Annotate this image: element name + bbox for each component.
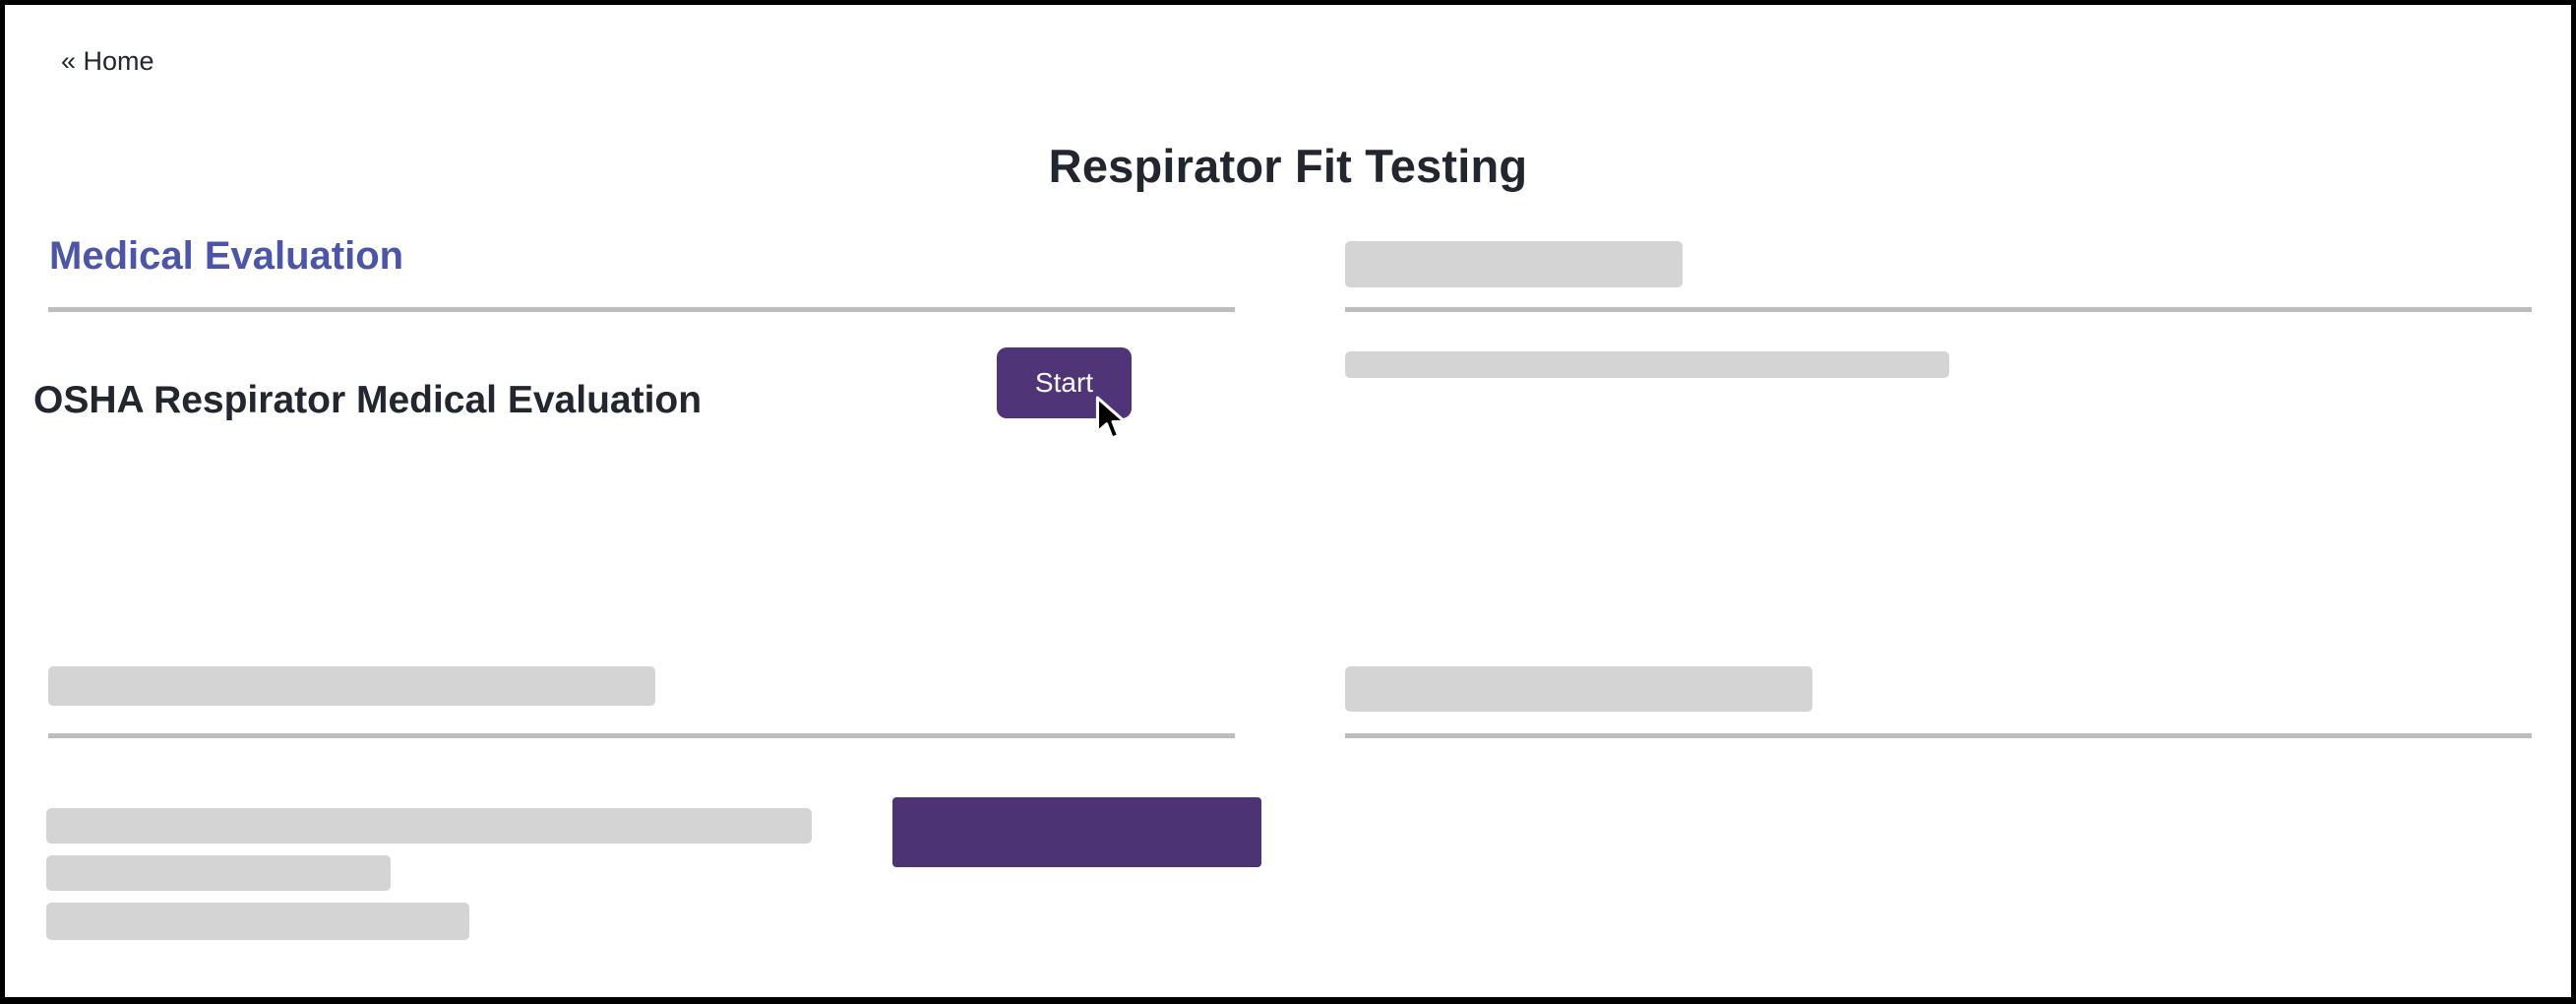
- page-title: Respirator Fit Testing: [1048, 140, 1528, 192]
- redacted-button[interactable]: [892, 797, 1261, 867]
- divider: [48, 733, 1235, 738]
- divider: [1345, 733, 2532, 738]
- evaluation-row-label: OSHA Respirator Medical Evaluation: [33, 379, 703, 421]
- placeholder-bar: [46, 903, 469, 940]
- placeholder-bar: [1345, 241, 1683, 287]
- placeholder-bar: [1345, 666, 1812, 712]
- section-heading-medical-evaluation: Medical Evaluation: [49, 234, 404, 278]
- divider: [1345, 307, 2532, 312]
- placeholder-bar: [1345, 351, 1949, 378]
- placeholder-bar: [48, 666, 655, 706]
- home-back-link[interactable]: « Home: [61, 46, 154, 76]
- placeholder-bar: [46, 808, 812, 844]
- placeholder-bar: [46, 855, 391, 891]
- start-button[interactable]: Start: [997, 347, 1132, 418]
- divider: [48, 307, 1235, 312]
